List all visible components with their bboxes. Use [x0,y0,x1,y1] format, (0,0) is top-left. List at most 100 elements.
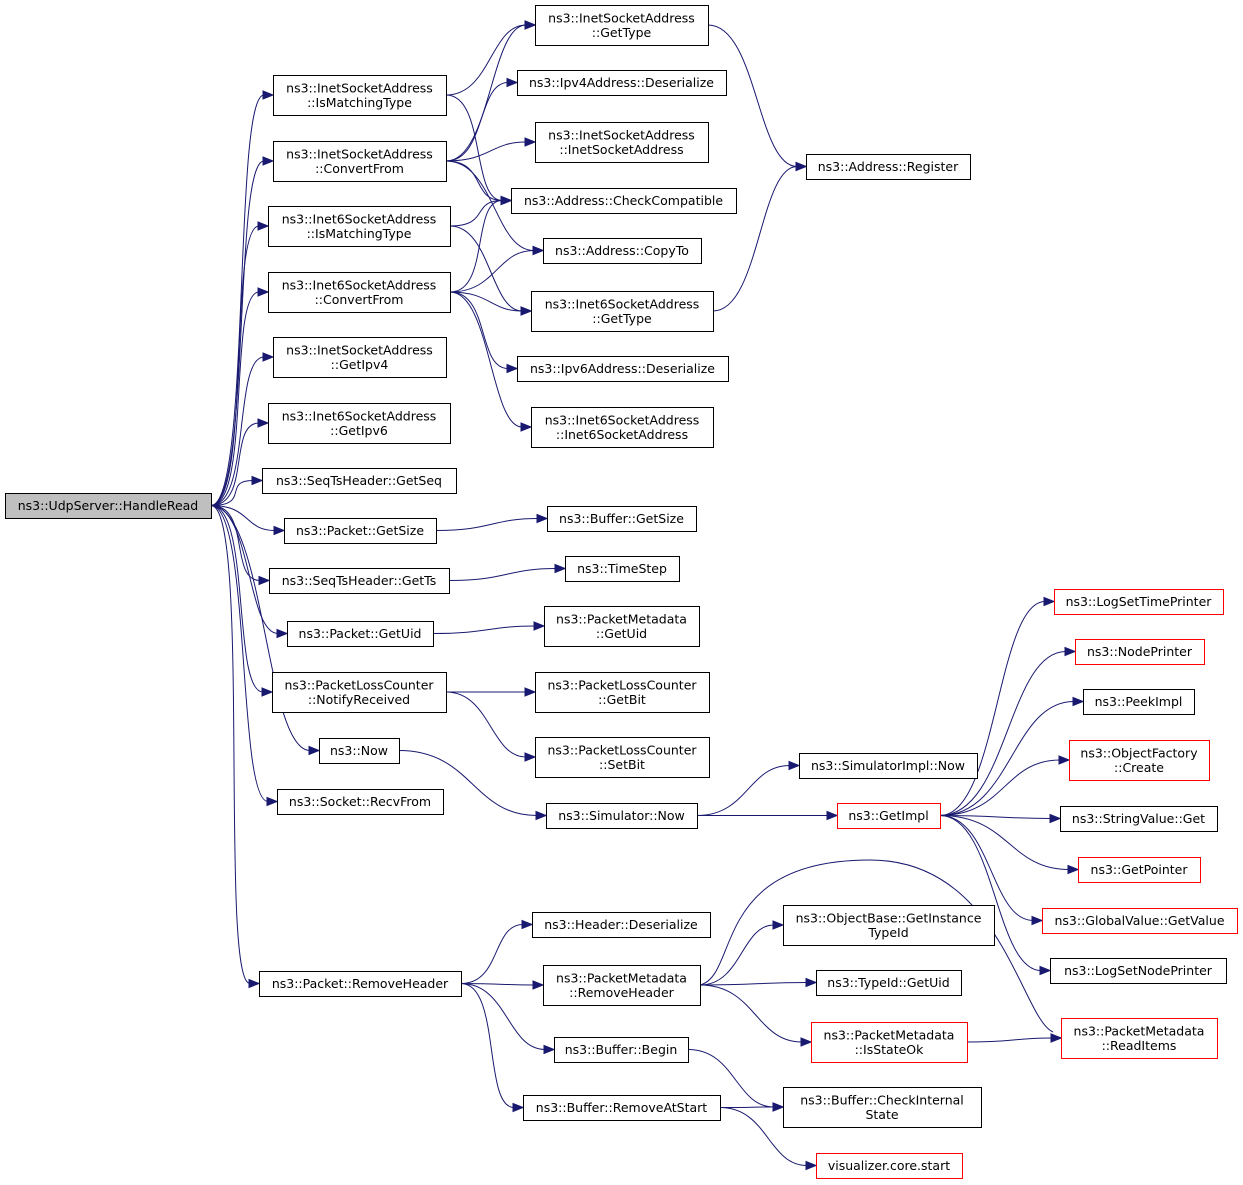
node-addrRegister[interactable]: ns3::Address::Register [806,154,971,180]
node-ns3Now[interactable]: ns3::Now [319,738,400,764]
node-label: ns3::LogSetTimePrinter [1066,594,1213,609]
node-label: ns3::Inet6SocketAddress [545,412,700,427]
arrowhead [276,628,289,639]
node-typeIdGetUid[interactable]: ns3::TypeId::GetUid [816,970,962,996]
node-bufferBegin[interactable]: ns3::Buffer::Begin [554,1037,689,1063]
node-pmRemoveHeader[interactable]: ns3::PacketMetadata::RemoveHeader [543,965,701,1006]
arrowhead [524,137,537,147]
node-handleRead[interactable]: ns3::UdpServer::HandleRead [5,493,212,519]
node-bufferGetSize[interactable]: ns3::Buffer::GetSize [547,506,697,532]
edge-pmRemoveHeader-to-objGetInstanceTypeId [699,920,785,986]
node-inetConvertFrom[interactable]: ns3::InetSocketAddress::ConvertFrom [273,141,447,182]
node-pmReadItems[interactable]: ns3::PacketMetadata::ReadItems [1061,1018,1218,1059]
node-label: ns3::GetImpl [848,808,928,823]
arrowhead [308,745,321,756]
node-logSetNodePrinter[interactable]: ns3::LogSetNodePrinter [1050,958,1227,984]
node-box [1069,740,1210,781]
node-addrCopyTo[interactable]: ns3::Address::CopyTo [543,238,702,264]
node-label: ns3::Inet6SocketAddress [282,408,437,423]
node-box [1060,806,1218,832]
arrowhead [800,1037,813,1047]
arrowhead [257,221,270,231]
node-socketRecvFrom[interactable]: ns3::Socket::RecvFrom [277,789,444,815]
arrowhead [257,287,270,297]
node-stringValueGet[interactable]: ns3::StringValue::Get [1060,806,1218,832]
node-peekImpl[interactable]: ns3::PeekImpl [1083,689,1195,715]
edge-handleRead-to-inet6IsMatching [210,221,270,506]
node-label: ns3::ObjectBase::GetInstance [796,910,982,925]
node-getImpl[interactable]: ns3::GetImpl [837,803,941,829]
node-inet6GetType[interactable]: ns3::Inet6SocketAddress::GetType [531,291,714,332]
node-nodePrinter[interactable]: ns3::NodePrinter [1075,639,1205,665]
node-ipv6Deserialize[interactable]: ns3::Ipv6Address::Deserialize [517,356,729,382]
edge-plcNotify-to-plcGetBit [446,687,537,697]
edge-getImpl-to-logSetTimePrinter [939,596,1056,816]
arrowhead [262,156,275,166]
node-bufferRemoveAtStart[interactable]: ns3::Buffer::RemoveAtStart [523,1095,721,1121]
node-inetGetType[interactable]: ns3::InetSocketAddress::GetType [535,5,709,46]
edge-handleRead-to-packetRemoveHeader [210,505,261,989]
node-label: ns3::Now [330,743,388,758]
arrowhead [805,977,818,988]
node-seqGetTs[interactable]: ns3::SeqTsHeader::GetTs [269,568,450,594]
node-box [273,337,447,378]
node-label: ns3::Simulator::Now [558,808,685,823]
node-box [806,154,971,180]
node-box [816,970,962,996]
node-simImplNow[interactable]: ns3::SimulatorImpl::Now [799,753,978,779]
node-label: ns3::ObjectFactory [1080,745,1198,760]
node-packetGetUid[interactable]: ns3::Packet::GetUid [287,621,434,647]
node-inetCtor[interactable]: ns3::InetSocketAddress::InetSocketAddres… [535,122,709,163]
node-label: TypeId [867,925,908,940]
arrowhead [1072,696,1085,707]
node-inetGetIpv4[interactable]: ns3::InetSocketAddress::GetIpv4 [273,337,447,378]
node-addrCheckCompat[interactable]: ns3::Address::CheckCompatible [511,188,737,214]
node-simulatorNow[interactable]: ns3::Simulator::Now [546,803,698,829]
node-pmGetUid[interactable]: ns3::PacketMetadata::GetUid [544,606,700,647]
arrowhead [772,1102,785,1112]
node-globalValueGetValue[interactable]: ns3::GlobalValue::GetValue [1042,908,1238,934]
node-getPointer[interactable]: ns3::GetPointer [1078,857,1201,883]
node-label: State [865,1107,898,1122]
edge-inetIsMatching-to-addrCheckCompat [445,94,513,206]
node-plcSetBit[interactable]: ns3::PacketLossCounter::SetBit [535,737,710,778]
node-packetRemoveHeader[interactable]: ns3::Packet::RemoveHeader [259,971,462,997]
arrowhead [521,919,534,930]
node-inet6ConvertFrom[interactable]: ns3::Inet6SocketAddress::ConvertFrom [268,272,451,313]
edge-inetConvertFrom-to-inetGetType [445,20,537,162]
arrowhead [258,575,271,586]
node-objFactoryCreate[interactable]: ns3::ObjectFactory::Create [1069,740,1210,781]
edge-getImpl-to-objFactoryCreate [939,755,1071,816]
arrowhead [1031,915,1044,926]
node-plcNotify[interactable]: ns3::PacketLossCounter::NotifyReceived [272,672,447,713]
node-inetIsMatching[interactable]: ns3::InetSocketAddress::IsMatchingType [273,75,447,116]
node-seqGetSeq[interactable]: ns3::SeqTsHeader::GetSeq [262,468,457,494]
node-label: ns3::InetSocketAddress [548,127,695,142]
edge-pmRemoveHeader-to-typeIdGetUid [699,977,818,988]
node-label: ::IsMatchingType [307,226,412,241]
node-packetGetSize[interactable]: ns3::Packet::GetSize [284,518,437,544]
node-logSetTimePrinter[interactable]: ns3::LogSetTimePrinter [1054,589,1224,615]
node-headerDeserialize[interactable]: ns3::Header::Deserialize [532,912,711,938]
node-timeStep[interactable]: ns3::TimeStep [565,556,680,582]
node-vizCoreStart[interactable]: visualizer.core.start [816,1153,963,1179]
node-label: ns3::InetSocketAddress [286,342,433,357]
node-plcGetBit[interactable]: ns3::PacketLossCounter::GetBit [535,672,710,713]
node-label: ns3::SeqTsHeader::GetTs [282,573,437,588]
node-ipv4Deserialize[interactable]: ns3::Ipv4Address::Deserialize [517,70,727,96]
arrowhead [512,1102,525,1113]
node-inet6Ctor[interactable]: ns3::Inet6SocketAddress::Inet6SocketAddr… [531,407,714,448]
node-inet6IsMatching[interactable]: ns3::Inet6SocketAddress::IsMatchingType [268,206,451,247]
node-label: ns3::TypeId::GetUid [827,975,949,990]
node-inet6GetIpv6[interactable]: ns3::Inet6SocketAddress::GetIpv6 [268,403,451,444]
node-label: ns3::GlobalValue::GetValue [1054,913,1224,928]
node-box [1078,857,1201,883]
arrowhead [257,418,270,428]
arrowhead [533,621,546,631]
node-pmIsStateOk[interactable]: ns3::PacketMetadata::IsStateOk [811,1022,968,1063]
node-label: ns3::PacketMetadata [1074,1023,1205,1038]
edge-simulatorNow-to-getImpl [697,810,839,821]
arrowhead [500,195,513,206]
